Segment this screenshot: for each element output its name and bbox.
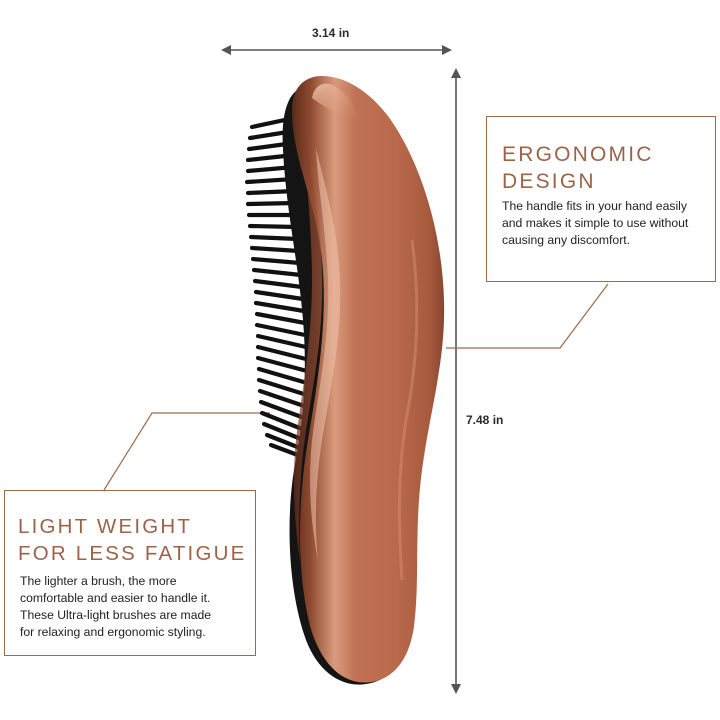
brush-rim-light [397, 239, 419, 581]
ergonomic-design-callout: ERGONOMIC DESIGN The handle fits in your… [486, 116, 716, 282]
width-dimension-label: 3.14 in [312, 26, 350, 40]
ergonomic-design-description: The handle fits in your hand easily and … [502, 199, 689, 247]
light-weight-callout: LIGHT WEIGHT FOR LESS FATIGUE The lighte… [4, 490, 256, 656]
light-weight-title: LIGHT WEIGHT FOR LESS FATIGUE [18, 515, 247, 565]
brush-inner-shadow [293, 130, 323, 560]
brush-reflection [310, 148, 341, 560]
brush-highlight [312, 83, 364, 126]
light-weight-leader-line [103, 412, 270, 491]
height-dimension-arrow [451, 68, 461, 694]
height-dimension-label: 7.48 in [466, 413, 504, 427]
light-weight-description: The lighter a brush, the more comfortabl… [20, 574, 212, 639]
ergonomic-design-title: ERGONOMIC DESIGN [502, 143, 654, 193]
width-dimension-arrow [221, 45, 452, 55]
ergonomic-leader-line [446, 283, 609, 349]
